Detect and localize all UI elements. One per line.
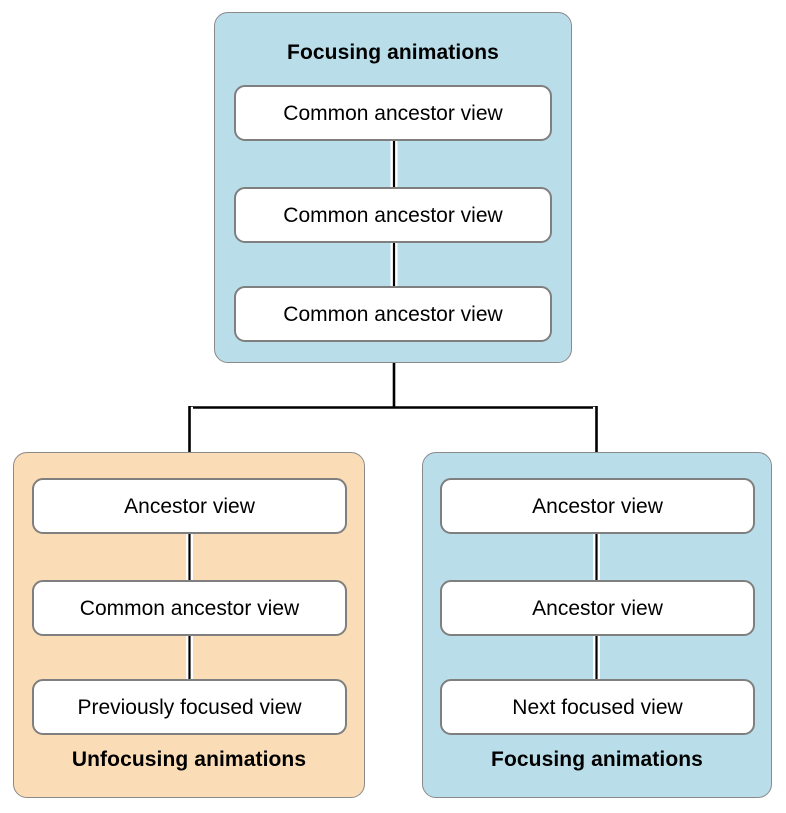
node-label: Previously focused view <box>77 695 302 719</box>
node-ancestor-view-left-1[interactable]: Ancestor view <box>32 478 347 534</box>
group-title-common-ancestors: Focusing animations <box>287 41 499 64</box>
node-label: Common ancestor view <box>283 203 503 227</box>
node-common-ancestor-view-1[interactable]: Common ancestor view <box>234 85 552 141</box>
node-ancestor-view-right-1[interactable]: Ancestor view <box>440 478 755 534</box>
node-label: Common ancestor view <box>283 302 503 326</box>
node-next-focused-view[interactable]: Next focused view <box>440 679 755 735</box>
node-label: Next focused view <box>512 695 683 719</box>
node-label: Ancestor view <box>532 596 663 620</box>
node-ancestor-view-right-2[interactable]: Ancestor view <box>440 580 755 636</box>
node-previously-focused-view[interactable]: Previously focused view <box>32 679 347 735</box>
node-label: Ancestor view <box>532 494 663 518</box>
group-title-unfocusing: Unfocusing animations <box>71 748 307 771</box>
group-title-focusing: Focusing animations <box>491 748 703 771</box>
node-label: Common ancestor view <box>79 596 300 620</box>
node-common-ancestor-view-3[interactable]: Common ancestor view <box>234 286 552 342</box>
node-label: Ancestor view <box>124 494 255 518</box>
node-common-ancestor-view-2[interactable]: Common ancestor view <box>234 187 552 243</box>
node-common-ancestor-view-left[interactable]: Common ancestor view <box>32 580 347 636</box>
node-label: Common ancestor view <box>283 101 503 125</box>
